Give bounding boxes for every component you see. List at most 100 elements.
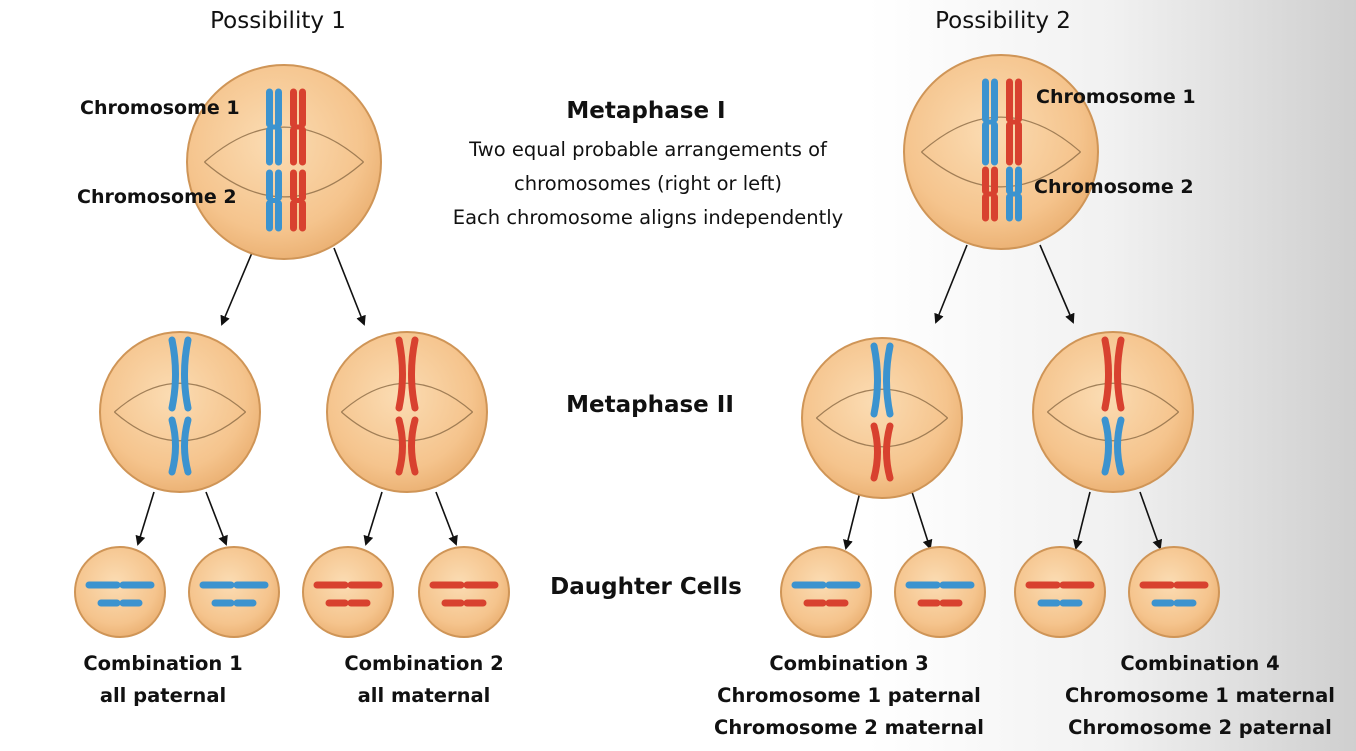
arrow [1039,244,1075,324]
arrow [135,491,155,546]
chromatid [1114,336,1125,412]
cell-membrane [1032,331,1194,493]
metaphase-2-cell-3 [801,337,963,499]
metaphase-2-cell-1 [99,331,261,493]
spindle-fiber [816,417,948,448]
chromatid [408,336,419,412]
maternal-homolog [290,88,306,166]
cell-membrane [188,546,280,638]
spindle-fiber [921,116,1081,153]
chromatid [870,422,881,482]
combination-line: all paternal [99,684,227,707]
cell-membrane [74,546,166,638]
maternal-homolog [1006,78,1022,166]
chromatid [1114,416,1125,476]
chromatid [181,336,192,412]
metaphase-1-label: Metaphase I [566,98,726,124]
paternal-chromosome [168,416,192,476]
spindle-fiber [114,382,246,413]
metaphase-description: Two equal probable arrangements of chrom… [453,133,843,235]
chromatid [168,336,179,412]
paternal-chromosome [870,342,894,418]
daughter-cell-2 [188,546,280,638]
arrow [1139,491,1163,550]
spindle-fiber [204,161,364,198]
daughter-cell-1 [74,546,166,638]
metaphase-2-cell-4 [1032,331,1194,493]
paternal-homolog [982,78,998,166]
daughter-cell-3 [302,546,394,638]
combination-line: Chromosome 1 maternal [1065,684,1335,707]
combination-line: Chromosome 2 maternal [714,716,984,739]
arrow [435,491,458,546]
paternal-homolog [266,169,282,232]
p2-chromosome-2-label: Chromosome 2 [1034,176,1194,198]
cell-membrane [1014,546,1106,638]
daughter-cell-8 [1128,546,1220,638]
cell-membrane [418,546,510,638]
combination-1: Combination 1 all paternal [83,648,242,712]
combination-line: Chromosome 1 paternal [717,684,981,707]
cell-membrane [186,64,382,260]
arrow [1073,491,1091,550]
p2-chromosome-1-label: Chromosome 1 [1036,86,1196,108]
spindle-fiber [341,411,473,442]
cell-membrane [903,54,1099,250]
p1-chromosome-2-label: Chromosome 2 [77,186,237,208]
cell-membrane [302,546,394,638]
spindle-fiber [921,151,1081,188]
arrow [333,247,366,326]
combination-title: Combination 4 [1120,652,1280,675]
cell-membrane [99,331,261,493]
arrow [363,491,383,546]
arrow [220,247,255,326]
cell-membrane [801,337,963,499]
maternal-homolog [290,169,306,232]
possibility-2-heading: Possibility 2 [935,8,1071,34]
combination-title: Combination 1 [83,652,243,675]
daughter-cell-4 [418,546,510,638]
spindle-fiber [114,411,246,442]
p1-chromosome-1-label: Chromosome 1 [80,97,240,119]
maternal-chromosome [870,422,894,482]
paternal-chromosome [168,336,192,412]
combination-3: Combination 3 Chromosome 1 paternal Chro… [714,648,984,744]
description-line-3: Each chromosome aligns independently [452,206,844,229]
cell-membrane [894,546,986,638]
combination-4: Combination 4 Chromosome 1 maternal Chro… [1065,648,1335,744]
metaphase-1-cell-possibility-1 [186,64,382,260]
metaphase-2-cell-2 [326,331,488,493]
combination-title: Combination 2 [344,652,504,675]
spindle-fiber [1047,411,1179,442]
maternal-chromosome [1101,336,1125,412]
spindle-fiber [204,126,364,163]
description-line-1: Two equal probable arrangements of [469,138,827,161]
daughter-cells-label: Daughter Cells [550,574,742,600]
chromatid [1101,416,1112,476]
combination-2: Combination 2 all maternal [344,648,503,712]
chromatid [395,336,406,412]
arrow [934,244,968,324]
description-line-2: chromosomes (right or left) [514,172,782,195]
metaphase-1-cell-possibility-2 [903,54,1099,250]
paternal-homolog [266,88,282,166]
chromatid [408,416,419,476]
arrow [205,491,228,546]
arrow [843,491,861,550]
combination-title: Combination 3 [769,652,929,675]
paternal-chromosome [1101,416,1125,476]
chromatid [1101,336,1112,412]
chromatid [883,342,894,418]
spindle-fiber [816,388,948,419]
cell-membrane [326,331,488,493]
paternal-homolog [1006,166,1022,222]
chromatid [395,416,406,476]
daughter-cell-7 [1014,546,1106,638]
spindle-fiber [1047,382,1179,413]
possibility-1-heading: Possibility 1 [210,8,346,34]
cell-membrane [780,546,872,638]
daughter-cell-6 [894,546,986,638]
cell-membrane [1128,546,1220,638]
